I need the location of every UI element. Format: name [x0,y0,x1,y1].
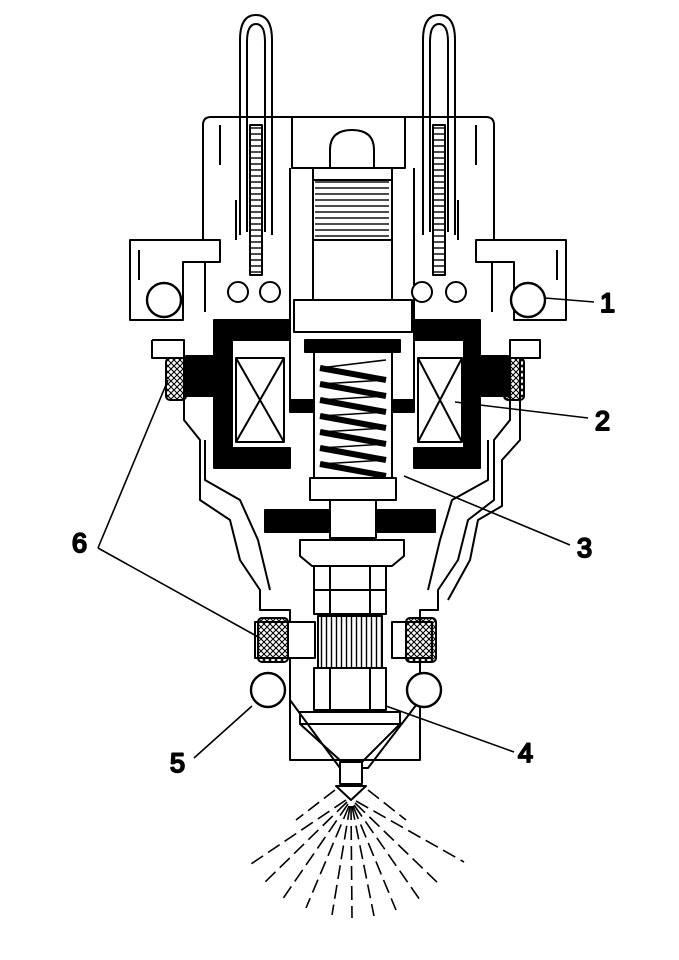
solenoid-coil-right [417,357,463,443]
nozzle-tip [335,761,367,801]
o-ring-lower [249,671,443,709]
return-spring [313,351,393,483]
connector-pin-left [239,14,273,276]
injector-body [151,339,541,761]
armature [309,477,397,539]
connector-housing [202,116,495,240]
connector-pin-right [422,14,456,276]
fuel-spray [247,789,465,919]
bearing-balls [227,281,467,333]
o-ring-upper [145,281,547,319]
callout-4: 4 [518,738,533,768]
callout-2: 2 [595,406,610,436]
callout-5: 5 [170,748,185,778]
seal-rings [165,357,525,663]
valve-stem [289,129,415,400]
callout-3: 3 [577,533,592,563]
leader-lines [97,297,595,759]
callout-1: 1 [600,288,615,318]
solenoid-coil-left [235,357,285,443]
callout-6: 6 [72,528,87,558]
nozzle-inner [289,539,421,769]
